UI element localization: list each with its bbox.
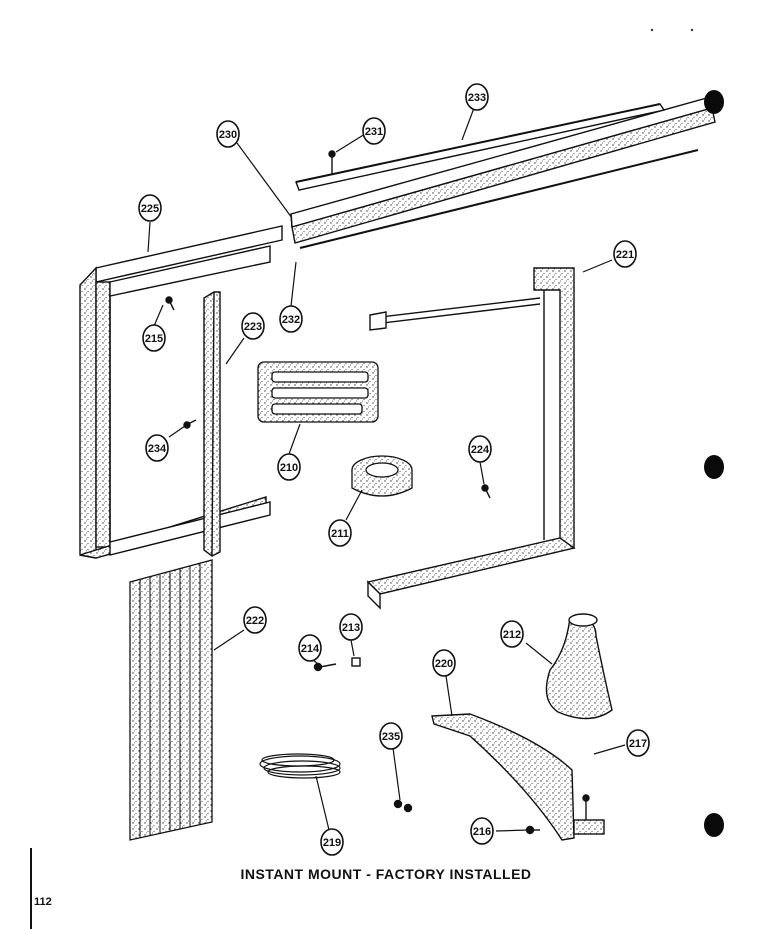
side-strip-223 (203, 291, 221, 557)
callout-213: 213 (339, 613, 363, 641)
parts-bag-212 (545, 613, 613, 720)
callout-232: 232 (279, 305, 303, 333)
callouts: 230 231 233 225 221 215 232 223 234 210 … (138, 83, 650, 856)
callout-222: 222 (243, 606, 267, 634)
svg-text:216: 216 (473, 826, 491, 838)
binder-hole-icon (704, 455, 724, 479)
svg-text:212: 212 (503, 629, 521, 641)
left-frame-225 (79, 225, 283, 559)
diagram-caption: INSTANT MOUNT - FACTORY INSTALLED (240, 866, 532, 882)
callout-235: 235 (379, 722, 403, 750)
svg-text:215: 215 (145, 333, 163, 345)
callout-220: 220 (432, 649, 456, 677)
svg-text:224: 224 (471, 444, 490, 456)
callout-214: 214 (298, 634, 322, 662)
svg-text:213: 213 (342, 622, 360, 634)
svg-text:234: 234 (148, 443, 167, 455)
right-frame-221 (366, 267, 576, 610)
page-number: 112 (34, 896, 52, 908)
svg-text:235: 235 (382, 731, 400, 743)
svg-text:219: 219 (323, 837, 341, 849)
callout-215: 215 (142, 324, 166, 352)
callout-210: 210 (277, 453, 301, 481)
callout-225: 225 (138, 194, 162, 222)
svg-text:222: 222 (246, 615, 264, 627)
svg-text:230: 230 (219, 129, 237, 141)
foam-pad-210 (257, 361, 379, 423)
svg-text:214: 214 (301, 643, 320, 655)
callout-224: 224 (468, 435, 492, 463)
svg-text:223: 223 (244, 321, 262, 333)
leader-lines (147, 107, 626, 832)
callout-217: 217 (626, 729, 650, 757)
svg-text:210: 210 (280, 462, 298, 474)
callout-212: 212 (500, 620, 524, 648)
svg-text:217: 217 (629, 738, 647, 750)
svg-text:233: 233 (468, 92, 486, 104)
svg-text:225: 225 (141, 203, 159, 215)
hardware (165, 150, 590, 835)
support-bracket-220 (431, 713, 605, 841)
binder-hole-icon (704, 813, 724, 837)
svg-text:231: 231 (365, 126, 383, 138)
svg-text:211: 211 (331, 528, 349, 540)
accordion-panel-222 (129, 559, 213, 841)
print-speck (690, 28, 694, 32)
page-edge-rule (30, 848, 32, 929)
callout-234: 234 (145, 434, 169, 462)
cord-coil-219 (259, 753, 341, 779)
svg-text:232: 232 (282, 314, 300, 326)
callout-231: 231 (362, 117, 386, 145)
callout-230: 230 (216, 120, 240, 148)
svg-text:220: 220 (435, 658, 453, 670)
tape-roll-211 (351, 455, 413, 497)
print-speck (650, 28, 654, 32)
callout-233: 233 (465, 83, 489, 111)
callout-223: 223 (241, 312, 265, 340)
callout-219: 219 (320, 828, 344, 856)
binder-hole-icon (704, 90, 724, 114)
callout-221: 221 (613, 240, 637, 268)
callout-211: 211 (328, 519, 352, 547)
callout-216: 216 (470, 817, 494, 845)
top-rail-233 (290, 95, 716, 249)
svg-text:221: 221 (616, 249, 634, 261)
